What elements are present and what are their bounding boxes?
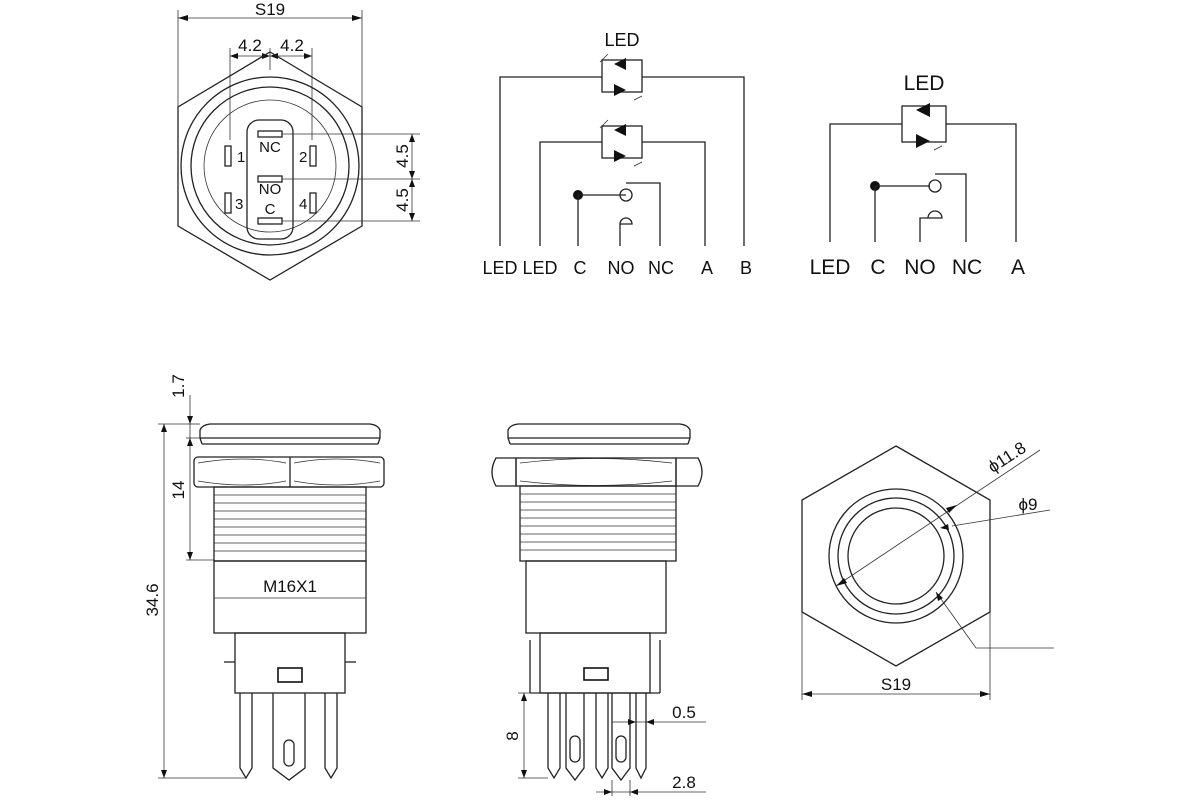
- rotated-terminal-length-label: 8: [503, 731, 522, 740]
- front-view: ϕ11.8 ϕ9 S19: [801, 438, 1054, 700]
- single-terminal-no: NO: [904, 256, 936, 279]
- top-pitch-left-label: 4.2: [238, 36, 262, 55]
- single-terminal-nc: NC: [952, 256, 982, 279]
- top-row-lower-label: 4.5: [393, 188, 412, 212]
- single-terminal-a: A: [1011, 256, 1025, 279]
- top-pin-4: 4: [299, 196, 307, 213]
- side-view-rotated: 8 0.5 2.8: [491, 423, 706, 796]
- bicolor-terminal-nc: NC: [648, 258, 674, 278]
- top-hex-size-label: S19: [255, 0, 285, 19]
- top-row-upper-label: 4.5: [393, 144, 412, 168]
- rotated-terminal-width-label: 2.8: [672, 773, 696, 792]
- side-total-length-label: 34.6: [143, 583, 162, 616]
- bicolor-terminal-led2: LED: [522, 258, 557, 278]
- bicolor-terminal-led1: LED: [482, 258, 517, 278]
- top-terminal-no: NO: [259, 181, 282, 198]
- front-hex-size-label: S19: [881, 675, 911, 694]
- top-view: S19 4.2 4.2 NC NO C 1 2 3 4: [177, 0, 420, 281]
- rotated-terminal-thickness-label: 0.5: [672, 703, 696, 722]
- side-thread-length-label: 14: [169, 481, 188, 500]
- front-ring-diameter-label: ϕ11.8: [984, 438, 1029, 476]
- single-terminal-led: LED: [810, 256, 851, 279]
- top-pin-3: 3: [235, 196, 243, 213]
- top-terminal-c: C: [265, 201, 276, 218]
- bicolor-terminal-no: NO: [608, 258, 635, 278]
- top-terminal-nc: NC: [259, 139, 281, 156]
- schematic-single: LED LED C NO NC A: [810, 72, 1025, 279]
- bicolor-led-label: LED: [604, 30, 639, 50]
- top-pin-1: 1: [237, 149, 245, 166]
- top-pitch-right-label: 4.2: [280, 36, 304, 55]
- front-hex-outline: [801, 445, 991, 667]
- side-thread-spec: M16X1: [263, 577, 317, 596]
- single-led-label: LED: [904, 72, 945, 95]
- top-hex-outline: [177, 51, 363, 281]
- side-view: M16X1 1.7 14 34.6: [143, 374, 385, 781]
- front-lens-diameter-label: ϕ9: [1019, 495, 1038, 514]
- schematic-bicolor: LED LED LED C NO NC A B: [482, 30, 752, 278]
- side-head-height-label: 1.7: [169, 374, 188, 398]
- single-terminal-c: C: [870, 256, 885, 279]
- top-pin-2: 2: [299, 149, 307, 166]
- bicolor-terminal-c: C: [574, 258, 587, 278]
- bicolor-terminal-a: A: [701, 258, 713, 278]
- bicolor-terminal-b: B: [740, 258, 752, 278]
